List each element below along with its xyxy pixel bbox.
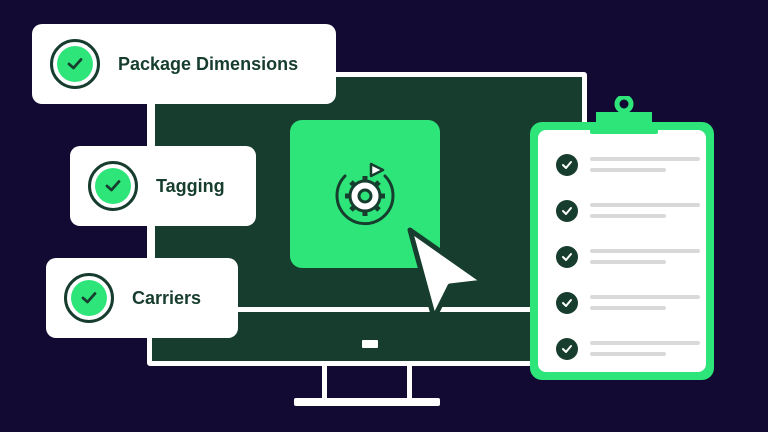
monitor-stand-neck	[322, 366, 412, 400]
clipboard-row	[556, 292, 706, 316]
checklist-item-label: Tagging	[156, 175, 225, 196]
check-badge	[50, 39, 100, 89]
check-icon	[105, 180, 121, 192]
checklist-item-label: Package Dimensions	[118, 53, 299, 74]
app-tile[interactable]	[290, 120, 440, 268]
clipboard	[530, 122, 714, 380]
check-icon	[67, 58, 83, 70]
checklist-item-carriers[interactable]: Carriers	[46, 258, 238, 338]
clipboard-row	[556, 246, 706, 270]
check-icon	[562, 207, 572, 215]
clipboard-row	[556, 338, 706, 362]
check-icon	[81, 292, 97, 304]
clipboard-clip-icon	[590, 96, 658, 134]
checklist-item-label: Carriers	[132, 287, 202, 308]
monitor-power-led	[362, 340, 378, 348]
clipboard-paper	[538, 130, 706, 372]
monitor-stand-base	[294, 398, 440, 406]
checklist-item-package-dimensions[interactable]: Package Dimensions	[32, 24, 336, 104]
cursor-icon	[407, 227, 487, 321]
monitor-bezel	[152, 307, 582, 312]
check-badge	[64, 273, 114, 323]
check-icon	[562, 345, 572, 353]
check-icon	[562, 253, 572, 261]
checklist-item-tagging[interactable]: Tagging	[70, 146, 256, 226]
gear-sync-icon	[335, 162, 395, 226]
clipboard-row	[556, 154, 706, 178]
check-badge	[88, 161, 138, 211]
check-icon	[562, 161, 572, 169]
clipboard-row	[556, 200, 706, 224]
check-icon	[562, 299, 572, 307]
